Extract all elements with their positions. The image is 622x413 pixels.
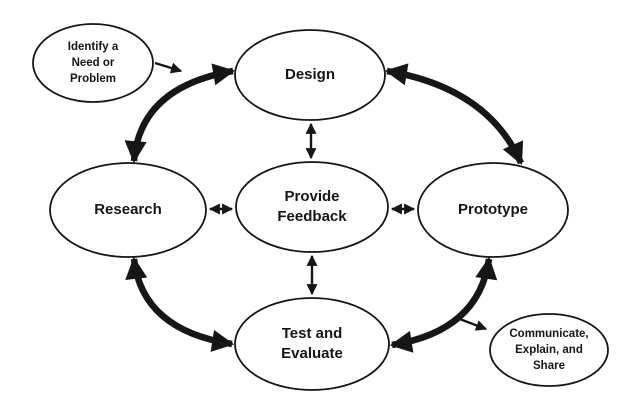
cycle-arrow-design-research xyxy=(124,63,236,164)
provide-feedback-label: Provide Feedback xyxy=(277,187,347,225)
identify-need-label: Identify a Need or Problem xyxy=(67,40,119,86)
exit-arrow-cycle-to-communicate xyxy=(456,316,488,331)
research-node-shape xyxy=(49,162,207,258)
test-evaluate-node-shape xyxy=(234,297,390,391)
design-node-shape xyxy=(234,29,386,121)
research-label: Research xyxy=(94,200,162,218)
identify-need-node-shape xyxy=(32,23,154,103)
communicate-label: Communicate, Explain, and Share xyxy=(509,327,589,373)
entry-arrow-identify-to-cycle xyxy=(154,61,183,74)
prototype-node-shape xyxy=(417,162,569,258)
cycle-arrow-design-prototype xyxy=(384,63,524,166)
test-evaluate-label: Test and Evaluate xyxy=(281,324,343,362)
prototype-label: Prototype xyxy=(457,200,529,218)
cycle-arrow-research-test xyxy=(125,256,235,352)
provide-feedback-node-shape xyxy=(235,161,389,253)
cycle-arrow-test-prototype xyxy=(389,256,498,353)
design-label: Design xyxy=(284,65,336,83)
communicate-node-shape xyxy=(489,313,609,387)
